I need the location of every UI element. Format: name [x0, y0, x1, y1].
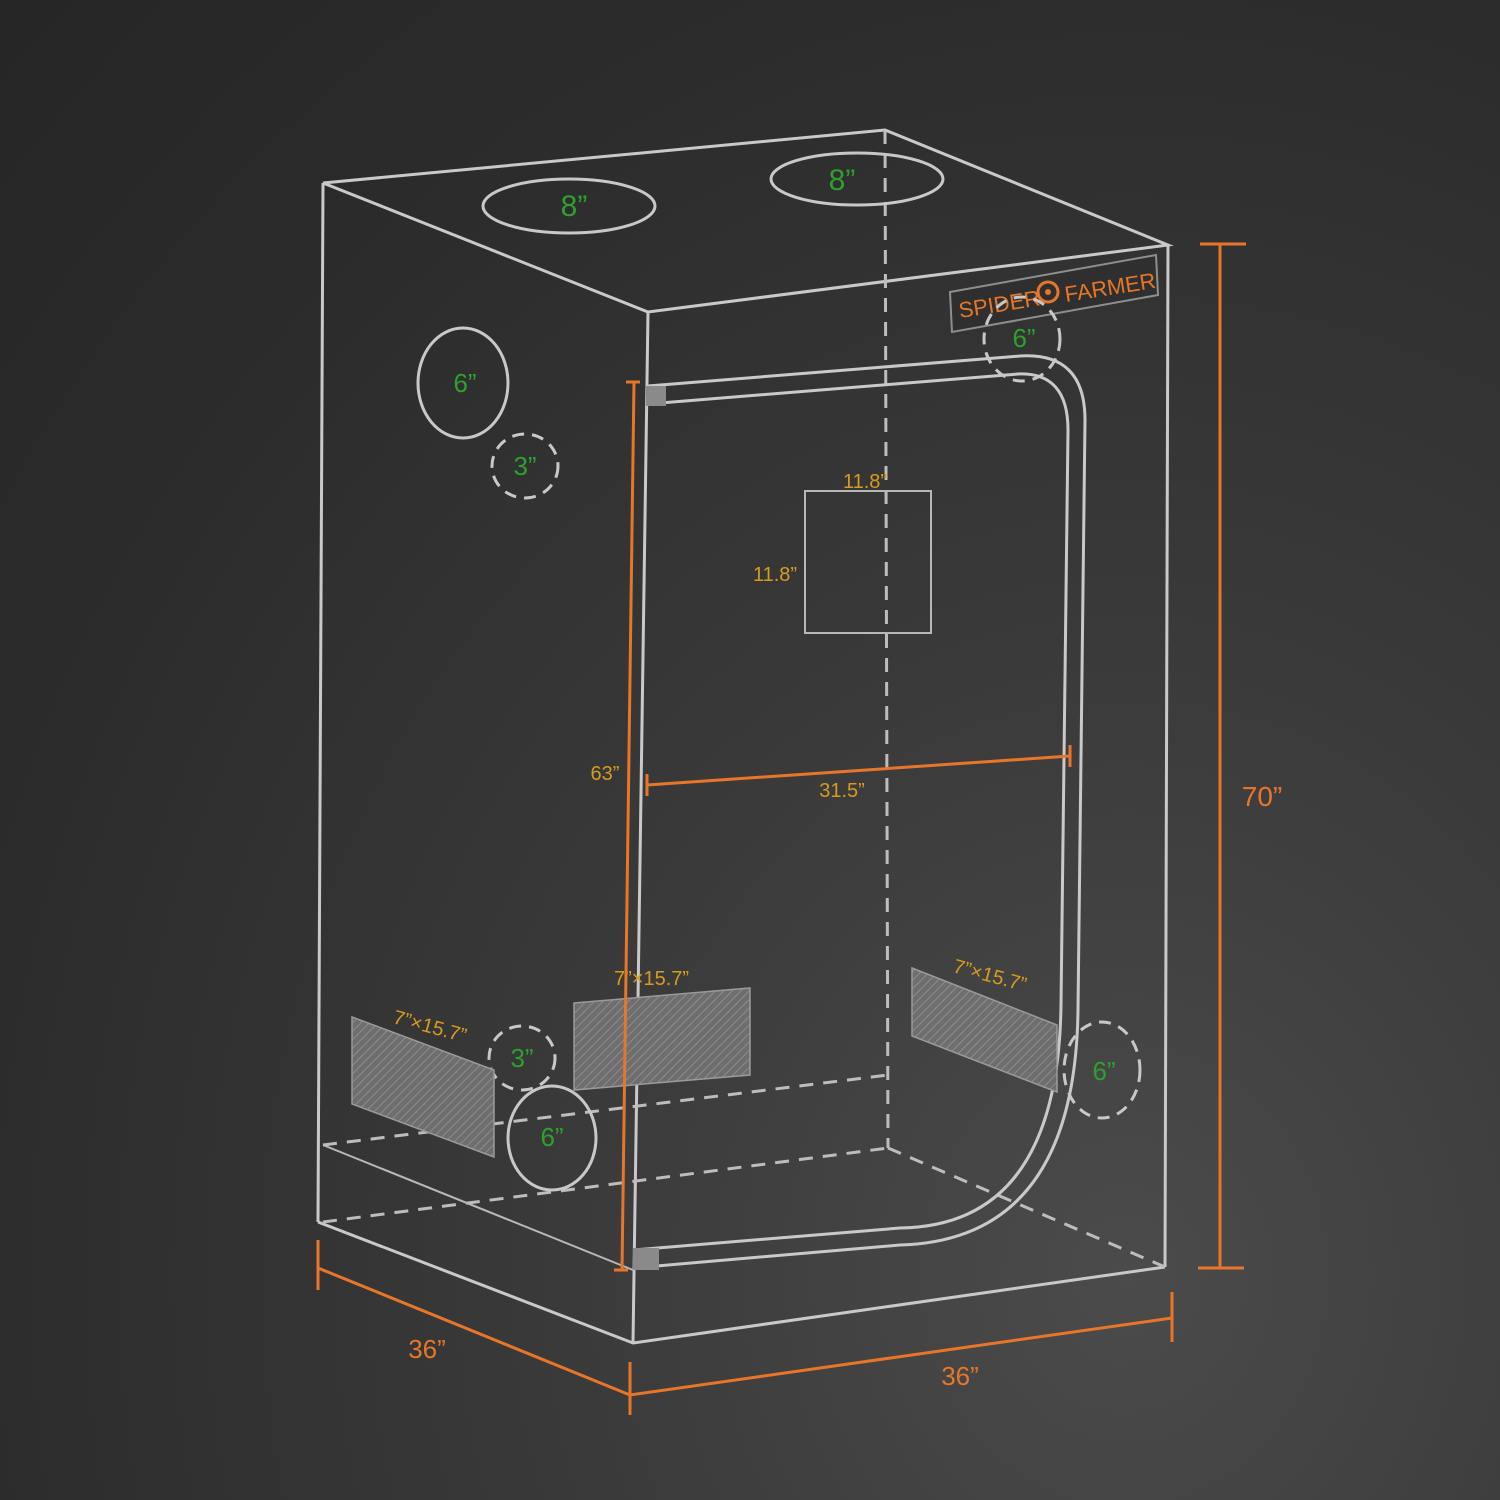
front-left-edge: [631, 311, 650, 1344]
bottom-front-edges: [317, 1220, 1166, 1345]
left-lower-port-6-label: 6”: [540, 1122, 563, 1152]
top-port-right: [769, 151, 945, 207]
door-width-dimension-line: [646, 754, 1071, 787]
left-lower-port-3: [487, 1024, 557, 1092]
front-top-port-6-label: 6”: [1012, 323, 1035, 353]
left-back-edge: [316, 182, 325, 1223]
width-dimension-line: [629, 1316, 1173, 1397]
left-lower-port-6: [506, 1084, 598, 1192]
left-lower-port-3-label: 3”: [510, 1043, 533, 1073]
door-width-label: 31.5”: [819, 780, 865, 802]
back-vent: [573, 987, 751, 1091]
height-label: 70”: [1242, 781, 1282, 812]
front-top-port-6: [982, 295, 1062, 383]
front-right-edge: [1163, 244, 1170, 1268]
back-floor-edge: [322, 1146, 889, 1224]
left-upper-port-6-label: 6”: [453, 368, 476, 398]
window-width-label: 11.8”: [843, 471, 887, 493]
left-upper-port-3-label: 3”: [513, 451, 536, 481]
door-zipper-inner: [632, 372, 1070, 1252]
door-zipper-outer: [632, 354, 1087, 1270]
back-corner-edge: [883, 129, 890, 1149]
width-label: 36”: [941, 1361, 979, 1391]
right-floor-edge: [887, 1146, 1166, 1269]
left-vent: [351, 1015, 495, 1159]
window-height-label: 11.8”: [753, 564, 797, 586]
zipper-tab-top: [646, 386, 666, 406]
left-skirt-line: [322, 1144, 634, 1271]
zipper-tab-bottom: [633, 1248, 659, 1270]
mesh-vents: 7”×15.7” 7”×15.7” 7”×15.7”: [351, 956, 1058, 1159]
right-vent: [911, 966, 1058, 1094]
side-ports: 6” 3” 6” 3” 6” 6”: [416, 295, 1142, 1192]
tent-frame: [316, 128, 1174, 1345]
left-upper-port-3: [490, 432, 560, 500]
right-lower-port-6: [1062, 1020, 1142, 1120]
top-port-left: [481, 177, 657, 235]
left-upper-port-6: [416, 326, 510, 440]
door-height-dimension-line: [620, 381, 636, 1271]
brand-badge: [948, 253, 1160, 334]
top-port-right-label: 8”: [829, 164, 856, 197]
spider-logo-icon: [1036, 280, 1060, 304]
brand-logo: SPIDER FARMER: [948, 253, 1160, 334]
depth-dimension-line: [317, 1266, 631, 1397]
dimension-lines: 70” 63” 31.5” 36” 36”: [316, 242, 1282, 1415]
top-ports: 8” 8”: [481, 151, 945, 235]
depth-label: 36”: [408, 1334, 446, 1364]
right-lower-port-6-label: 6”: [1092, 1056, 1115, 1086]
door-height-label: 63”: [591, 763, 620, 785]
viewing-window: [804, 490, 932, 634]
back-vent-label: 7”×15.7”: [614, 968, 689, 990]
top-port-left-label: 8”: [561, 190, 588, 223]
